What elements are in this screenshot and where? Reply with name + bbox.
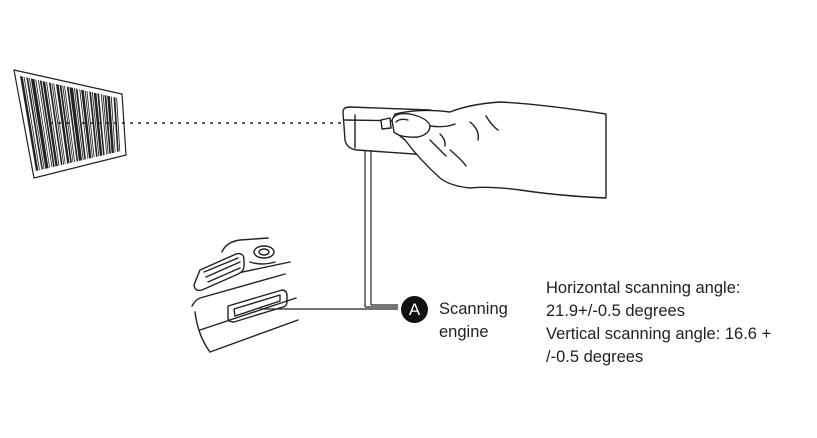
barcode-bar <box>53 83 66 165</box>
barcode-bar <box>35 79 50 168</box>
barcode-bar <box>84 90 93 158</box>
barcode-bar <box>75 88 86 160</box>
barcode-bar <box>46 81 60 166</box>
callout-label-line2: engine <box>439 323 489 341</box>
hand-holding-scanner-icon <box>342 101 607 199</box>
barcode-bar <box>51 83 65 165</box>
barcode-bar <box>38 80 53 168</box>
leader-lines <box>260 150 398 310</box>
scanning-angle-specs: Horizontal scanning angle: 21.9+/-0.5 de… <box>546 277 811 369</box>
barcode-bar <box>64 85 75 162</box>
spec-line-4: /-0.5 degrees <box>546 348 644 366</box>
barcode-bar <box>107 95 114 154</box>
barcode-bar <box>91 92 100 157</box>
barcode-bar <box>110 96 116 153</box>
barcode-bar <box>81 89 92 159</box>
barcode-bar <box>62 85 74 163</box>
barcode-bar <box>104 95 111 154</box>
barcode-bar <box>20 76 39 171</box>
barcode-bar <box>59 84 72 163</box>
device-scanning-engine-icon <box>191 237 299 353</box>
spec-line-1: Horizontal scanning angle: <box>546 279 741 297</box>
spec-line-3: Vertical scanning angle: 16.6 + <box>546 325 772 343</box>
spec-line-2: 21.9+/-0.5 degrees <box>546 302 685 320</box>
barcode-icon <box>13 69 127 179</box>
barcode-bar <box>23 76 40 171</box>
barcode-bar <box>69 87 82 161</box>
barcode-bar <box>39 80 55 167</box>
barcode-bar <box>73 88 84 160</box>
barcode-bar <box>97 93 105 156</box>
barcode-bar <box>116 97 121 152</box>
barcode-bar <box>100 94 107 155</box>
barcode-bar <box>89 91 98 157</box>
barcode-bar <box>66 86 79 162</box>
barcode-bar <box>86 90 95 158</box>
barcode-bar <box>113 97 119 152</box>
callout-badge-a: A <box>401 296 428 323</box>
barcode-bar <box>30 78 49 169</box>
barcode-bar <box>56 84 70 164</box>
barcode-bar <box>102 94 109 155</box>
callout-label: Scanning engine <box>439 298 539 344</box>
barcode-bar <box>93 92 103 156</box>
barcode-bar <box>29 78 45 170</box>
barcode-bar <box>26 77 43 170</box>
callout-label-line1: Scanning <box>439 300 508 318</box>
barcode-bar <box>48 82 63 166</box>
barcode-bar <box>79 89 89 159</box>
